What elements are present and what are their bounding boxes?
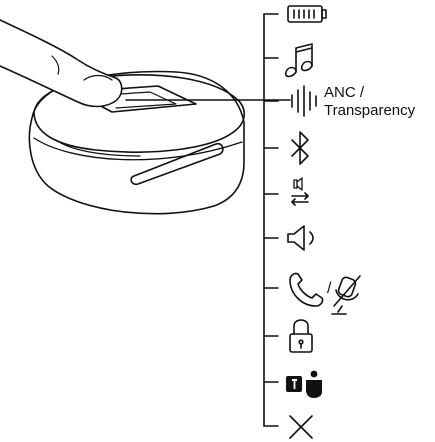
anc-icon	[292, 86, 316, 116]
finger	[0, 20, 122, 107]
anc-label-line2: Transparency	[324, 102, 415, 120]
bluetooth-icon	[292, 132, 308, 164]
bracket-rail	[264, 14, 278, 426]
speaker-icon	[288, 226, 313, 250]
volume-adjust-icon	[292, 178, 308, 205]
lock-icon	[290, 320, 312, 352]
close-icon	[290, 416, 312, 438]
music-note-icon	[286, 44, 312, 77]
battery-icon	[288, 6, 326, 22]
anc-label-line1: ANC /	[324, 84, 364, 102]
microsoft-teams-icon	[286, 371, 322, 398]
phone-icon	[290, 273, 323, 306]
mic-mute-icon	[332, 276, 360, 314]
call-separator: /	[327, 280, 331, 298]
